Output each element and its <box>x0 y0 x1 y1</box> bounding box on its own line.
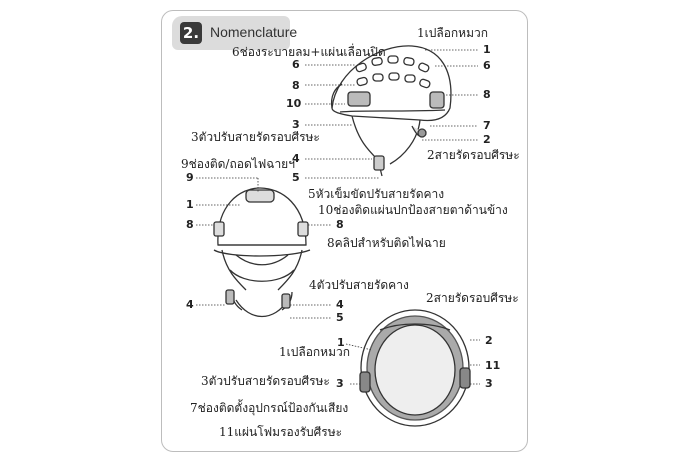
section-title: Nomenclature <box>210 24 298 40</box>
num-bottom-11: 11 <box>485 359 501 372</box>
front-helmet-drawing <box>213 187 311 317</box>
label-headband-side: 2สายรัดรอบศีรษะ <box>427 148 520 162</box>
num-front-4r: 4 <box>336 298 344 311</box>
label-foam: 11แผ่นโฟมรองรับศีรษะ <box>219 425 343 439</box>
num-bottom-3l: 3 <box>336 377 344 390</box>
section-tab: 2. Nomenclature <box>172 16 297 50</box>
num-side-10: 10 <box>286 97 302 110</box>
num-front-5: 5 <box>336 311 344 324</box>
num-side-3: 3 <box>292 118 300 131</box>
label-chinstrap-buckle: 5หัวเข็มขัดปรับสายรัดคาง <box>308 187 445 201</box>
num-side-r8: 8 <box>483 88 491 101</box>
num-front-9: 9 <box>186 171 194 184</box>
label-headband-adjuster-side: 3ตัวปรับสายรัดรอบศีรษะ <box>191 130 320 144</box>
num-front-1: 1 <box>186 198 194 211</box>
label-shell-bottom: 1เปลือกหมวก <box>279 345 351 359</box>
side-helmet-drawing <box>330 45 452 177</box>
label-chinstrap-adjuster: 4ตัวปรับสายรัดคาง <box>309 278 409 292</box>
num-bottom-2: 2 <box>485 334 493 347</box>
label-headband-bottom: 2สายรัดรอบศีรษะ <box>426 291 519 305</box>
num-side-6: 6 <box>292 58 300 71</box>
num-side-r1: 1 <box>483 43 491 56</box>
num-side-r6: 6 <box>483 59 491 72</box>
num-front-8l: 8 <box>186 218 194 231</box>
num-bottom-1: 1 <box>337 336 345 349</box>
label-visor-slot: 10ช่องติดแผ่นปกป้องสายตาด้านข้าง <box>318 203 508 217</box>
num-front-4l: 4 <box>186 298 194 311</box>
num-front-8r: 8 <box>336 218 344 231</box>
label-vent-side: 6ช่องระบายลม+แผ่นเลื่อนปิด <box>232 45 386 59</box>
section-number: 2. <box>180 22 202 44</box>
label-headband-adjuster-bottom: 3ตัวปรับสายรัดรอบศีรษะ <box>201 374 330 388</box>
num-side-r2: 2 <box>483 133 491 146</box>
num-side-r7: 7 <box>483 119 491 132</box>
label-shell-side: 1เปลือกหมวก <box>417 26 489 40</box>
leader-lines <box>196 49 480 385</box>
num-side-8: 8 <box>292 79 300 92</box>
num-side-4: 4 <box>292 152 300 165</box>
num-side-5: 5 <box>292 171 300 184</box>
num-bottom-3r: 3 <box>485 377 493 390</box>
label-ear-protector-slot: 7ช่องติดตั้งอุปกรณ์ป้องกันเสียง <box>190 401 349 415</box>
bottom-helmet-drawing <box>359 309 471 427</box>
label-headlamp-slot: 9ช่องติด/ถอดไฟฉายฯ <box>181 157 295 171</box>
label-lamp-clip: 8คลิปสำหรับติดไฟฉาย <box>327 236 446 250</box>
